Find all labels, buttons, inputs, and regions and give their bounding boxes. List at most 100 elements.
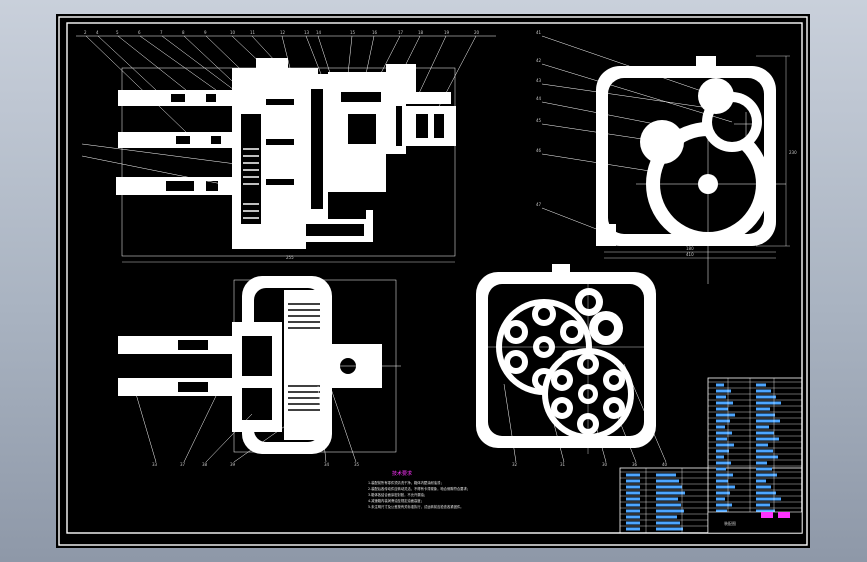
parts-row-text (716, 407, 728, 411)
title-row-text (626, 527, 640, 531)
title-row-text (626, 479, 640, 483)
title-row-text (656, 515, 677, 519)
part-number-balloon: 4 (96, 30, 99, 35)
parts-row-text (716, 467, 726, 471)
parts-row-text (756, 497, 781, 501)
part-number-balloon: 36 (632, 462, 638, 467)
part-number-balloon: 45 (536, 118, 542, 123)
parts-row-text (716, 395, 726, 399)
part-number-balloon: 35 (354, 462, 360, 467)
parts-row-text (716, 449, 729, 453)
parts-row-text (716, 509, 727, 513)
parts-row-text (756, 455, 778, 459)
part-number-balloon: 42 (536, 58, 542, 63)
balloons-side-view: 41 42 43 44 45 46 47 (536, 30, 542, 207)
part-number-balloon: 20 (474, 30, 480, 35)
parts-row-text (716, 491, 730, 495)
parts-row-text (756, 491, 776, 495)
note-line: 5.未注明尺寸及公差按有关标准执行，试运转前应检查各紧固件。 (368, 504, 463, 509)
note-line: 4.减速箱内装润滑油至规定油面高度； (368, 498, 424, 503)
notes-lines: 1.装配前所有零件须清洗干净，箱体内壁涂耐油漆；2.装配后各传动件应转动灵活，不… (368, 480, 470, 509)
part-number-balloon: 47 (536, 202, 542, 207)
technical-notes: 技术要求 1.装配前所有零件须清洗干净，箱体内壁涂耐油漆；2.装配后各传动件应转… (368, 470, 470, 509)
parts-row-text (716, 401, 733, 405)
title-row-text (656, 527, 683, 531)
parts-row-text (716, 419, 730, 423)
inner-border (66, 22, 803, 534)
leaders-bottom-right (503, 363, 667, 463)
drawing-name: 装配图 (724, 520, 736, 526)
dim-right-height: 230 (789, 150, 797, 155)
part-number-balloon: 7 (160, 30, 163, 35)
part-number-balloon: 14 (316, 30, 322, 35)
planet-gears-1 (504, 302, 584, 392)
part-number-balloon: 15 (350, 30, 356, 35)
title-row-text (656, 503, 681, 507)
title-row-text (656, 479, 679, 483)
leaders-bottom-left (135, 373, 357, 463)
parts-row-text (716, 485, 735, 489)
title-row-text (626, 509, 640, 513)
part-number-balloon: 44 (536, 96, 542, 101)
leaders-side (541, 35, 733, 233)
leaders-top (76, 35, 496, 187)
part-number-balloon: 41 (536, 30, 542, 35)
bl-gear-stack (284, 290, 324, 440)
outer-border (58, 16, 808, 546)
part-number-balloon: 46 (536, 148, 542, 153)
part-number-balloon: 43 (536, 78, 542, 83)
parts-row-text (756, 479, 766, 483)
parts-row-text (716, 413, 735, 417)
part-number-balloon: 17 (398, 30, 404, 35)
parts-row-text (756, 383, 766, 387)
parts-row-text (756, 509, 775, 513)
part-number-balloon: 34 (324, 462, 330, 467)
note-line: 3.箱体各结合面涂密封胶，不允许漏油； (368, 492, 427, 497)
part-number-balloon: 37 (180, 462, 186, 467)
title-row-text (626, 485, 640, 489)
title-row-text (626, 503, 640, 507)
part-number-balloon: 39 (230, 462, 236, 467)
note-line: 1.装配前所有零件须清洗干净，箱体内壁涂耐油漆； (368, 480, 444, 485)
parts-row-text (756, 419, 780, 423)
parts-row-text (716, 389, 731, 393)
parts-row-text (716, 503, 732, 507)
part-number-balloon: 12 (280, 30, 286, 35)
parts-row-text (716, 479, 728, 483)
part-number-balloon: 9 (204, 30, 207, 35)
part-number-balloon: 18 (418, 30, 424, 35)
part-number-balloon: 31 (560, 462, 566, 467)
parts-row-text (756, 485, 771, 489)
view-bottom-left (118, 276, 401, 463)
part-number-balloon: 16 (372, 30, 378, 35)
parts-row-text (756, 449, 773, 453)
parts-row-text (756, 431, 774, 435)
title-block: 装配图 (619, 377, 803, 534)
title-row-text (656, 497, 678, 501)
part-number-balloon: 33 (152, 462, 158, 467)
title-row-text (656, 491, 685, 495)
dim-right-width-b: 410 (686, 252, 694, 257)
part-number-balloon: 19 (444, 30, 450, 35)
parts-row-text (756, 401, 781, 405)
dim-top-width: 255 (286, 255, 294, 260)
notes-title: 技术要求 (392, 470, 412, 477)
part-number-balloon: 40 (662, 462, 668, 467)
part-number-balloon: 13 (304, 30, 310, 35)
parts-row-text (756, 467, 772, 471)
part-number-balloon: 5 (116, 30, 119, 35)
parts-row-text (756, 407, 770, 411)
parts-row-text (716, 431, 732, 435)
parts-row-text (756, 395, 776, 399)
view-top-section (76, 35, 496, 263)
parts-row-text (756, 425, 769, 429)
title-row-text (656, 521, 680, 525)
title-row-text (626, 515, 640, 519)
parts-row-text (756, 503, 770, 507)
parts-row-text (716, 461, 731, 465)
title-row-text (656, 485, 682, 489)
